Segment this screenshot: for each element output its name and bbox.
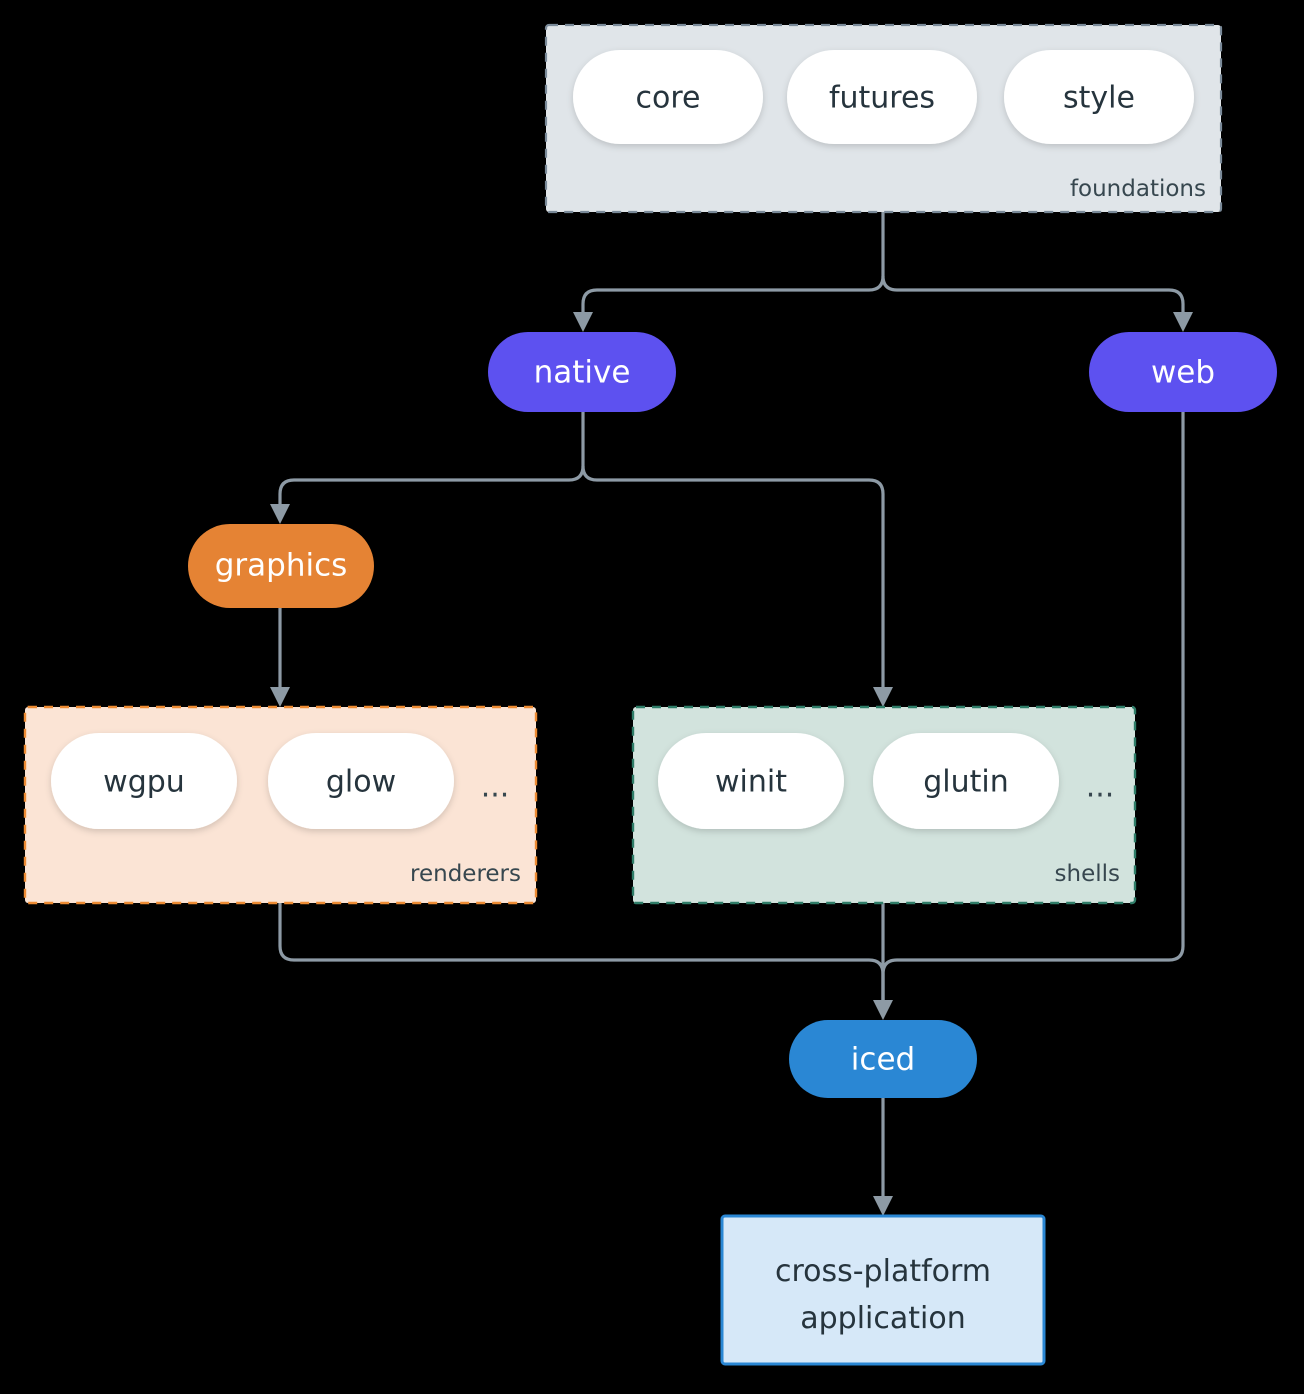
arrowhead-iced <box>873 1000 893 1020</box>
pill-core[interactable] <box>573 50 763 144</box>
pill-glow[interactable] <box>268 733 454 829</box>
node-iced[interactable]: iced <box>789 1020 977 1098</box>
group-shells[interactable]: winit glutin ... shells <box>631 705 1137 905</box>
arrowhead-renderers <box>270 687 290 707</box>
group-foundations[interactable]: core futures style foundations <box>544 23 1223 214</box>
shells-group-label: shells <box>1055 861 1120 887</box>
node-native[interactable]: native <box>488 332 676 412</box>
arrowhead-application <box>873 1196 893 1216</box>
arrowhead-shells <box>873 687 893 707</box>
pill-style[interactable] <box>1004 50 1194 144</box>
pill-glutin[interactable] <box>873 733 1059 829</box>
pill-glow-shape <box>268 733 454 829</box>
shells-overflow-ellipsis: ... <box>1086 770 1115 805</box>
application-box-shape <box>720 1214 1046 1366</box>
node-native-shape <box>488 332 676 412</box>
pill-futures-shape <box>787 50 977 144</box>
pill-futures[interactable] <box>787 50 977 144</box>
arrowhead-native <box>573 312 593 332</box>
edge-foundations-to-web <box>881 275 1185 314</box>
node-web[interactable]: web <box>1089 332 1277 412</box>
renderers-group-label: renderers <box>410 861 521 887</box>
pill-winit[interactable] <box>658 733 844 829</box>
edge-native-to-graphics <box>278 412 585 506</box>
pill-wgpu[interactable] <box>51 733 237 829</box>
node-graphics[interactable]: graphics <box>188 524 374 608</box>
edge-foundations-split <box>581 212 885 314</box>
node-graphics-label: graphics <box>215 548 348 584</box>
edge-renderers-to-iced <box>278 903 885 1000</box>
pill-glutin-label: glutin <box>923 765 1009 800</box>
pill-futures-label: futures <box>829 81 935 116</box>
pill-core-shape <box>573 50 763 144</box>
pill-glutin-shape <box>873 733 1059 829</box>
pill-winit-label: winit <box>715 765 787 800</box>
pill-wgpu-shape <box>51 733 237 829</box>
pill-core-label: core <box>636 81 701 116</box>
pill-glow-label: glow <box>326 765 396 800</box>
arrowhead-web <box>1173 312 1193 332</box>
pill-style-label: style <box>1063 81 1135 116</box>
node-web-label: web <box>1151 355 1215 391</box>
edge-native-to-shells <box>581 465 885 687</box>
pill-winit-shape <box>658 733 844 829</box>
node-graphics-shape <box>188 524 374 608</box>
edge-layer <box>270 212 1193 1216</box>
node-web-shape <box>1089 332 1277 412</box>
arrowhead-graphics <box>270 504 290 524</box>
group-renderers[interactable]: wgpu glow ... renderers <box>23 705 538 905</box>
pill-style-shape <box>1004 50 1194 144</box>
edge-web-to-iced <box>881 412 1185 1000</box>
foundations-group-label: foundations <box>1070 176 1206 202</box>
pill-wgpu-label: wgpu <box>103 765 185 800</box>
application-label-line1: cross-platform <box>775 1254 991 1289</box>
node-native-label: native <box>534 355 631 391</box>
node-iced-shape <box>789 1020 977 1098</box>
renderers-overflow-ellipsis: ... <box>481 770 510 805</box>
application-label-line2: application <box>800 1301 965 1336</box>
node-cross-platform-application[interactable]: cross-platform application <box>720 1214 1046 1366</box>
node-iced-label: iced <box>851 1042 915 1078</box>
